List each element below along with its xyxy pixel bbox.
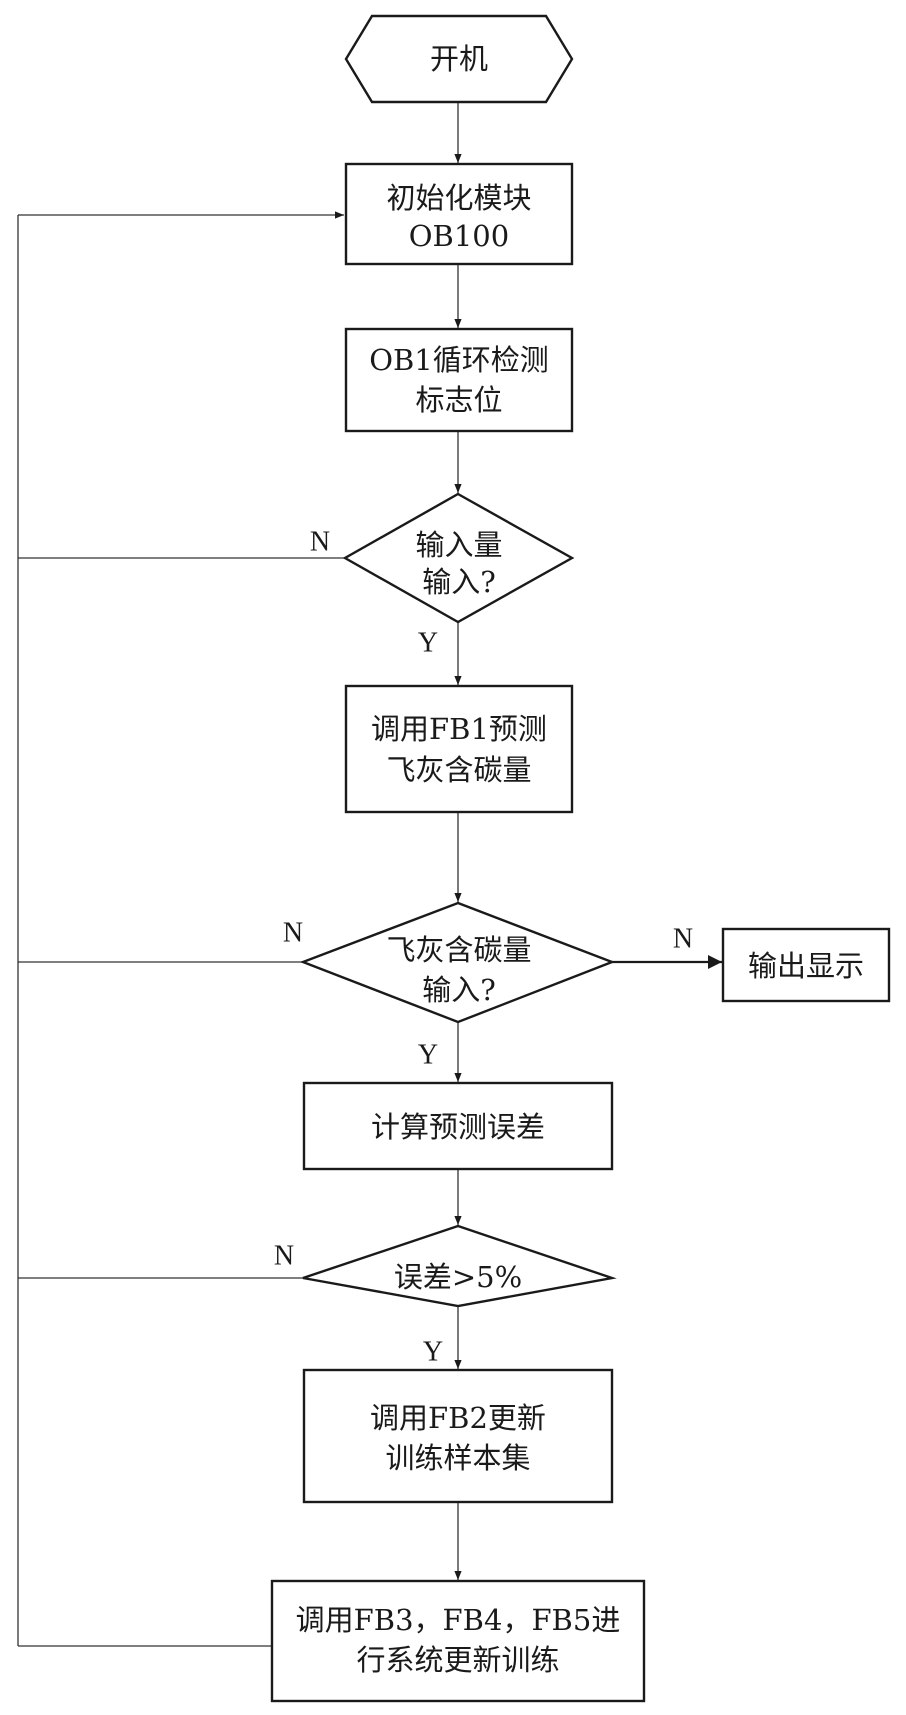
carbon-decision-line1: 飞灰含碳量 [386,933,531,967]
init-module-line2: OB100 [409,219,509,253]
predict-box: 调用FB1预测 飞灰含碳量 [344,684,574,814]
error-decision-label: 误差>5% [394,1260,522,1294]
retrain-line1: 调用FB3，FB4，FB5进 [296,1603,621,1637]
output-display-box: 输出显示 [721,927,891,1003]
update-samples-line2: 训练样本集 [385,1441,530,1475]
calc-error-label: 计算预测误差 [371,1110,545,1144]
start-node-label: 开机 [430,42,488,76]
carbon-decision-no-label-left: N [283,918,303,949]
predict-line2: 飞灰含碳量 [386,753,531,787]
predict-line1: 调用FB1预测 [371,712,547,746]
ob1-check-box: OB1循环检测 标志位 [344,327,574,433]
input-decision-yes-label: Y [418,628,438,659]
input-decision-line1: 输入量 [415,528,502,562]
retrain-line2: 行系统更新训练 [356,1643,559,1677]
input-decision: 输入量 输入? [342,492,575,624]
error-decision-no-label: N [274,1241,294,1272]
update-samples-box: 调用FB2更新 训练样本集 [302,1368,614,1504]
error-decision-yes-label: Y [423,1337,443,1368]
init-module-box: 初始化模块 OB100 [344,162,574,266]
init-module-line1: 初始化模块 [386,181,531,215]
connectors [17,103,722,1647]
retrain-box: 调用FB3，FB4，FB5进 行系统更新训练 [270,1579,646,1703]
carbon-decision: 飞灰含碳量 输入? [299,901,616,1024]
ob1-check-line2: 标志位 [415,383,502,417]
input-decision-no-label: N [310,527,330,558]
start-node: 开机 [344,14,574,104]
output-display-label: 输出显示 [748,949,864,983]
update-samples-line1: 调用FB2更新 [370,1401,546,1435]
error-decision: 误差>5% [302,1224,617,1308]
calc-error-box: 计算预测误差 [302,1081,614,1171]
carbon-decision-no-label-right: N [673,924,693,955]
input-decision-line2: 输入? [422,565,496,599]
carbon-decision-line2: 输入? [422,973,496,1007]
ob1-check-line1: OB1循环检测 [369,343,549,377]
carbon-decision-yes-label: Y [418,1040,438,1071]
